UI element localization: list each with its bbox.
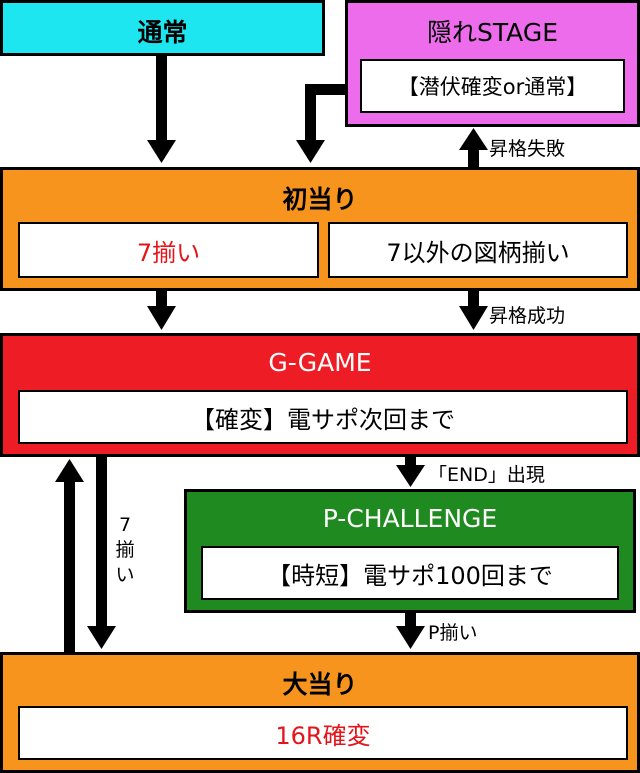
- node-first-hit-title: 初当り: [282, 185, 358, 214]
- arrow-first-to-ggame-left: [147, 291, 176, 330]
- arrow-pch-to-big: [396, 613, 425, 649]
- label-promote-success: 昇格成功: [489, 305, 566, 327]
- arrow-big-to-ggame: [55, 459, 84, 652]
- node-big-hit-title: 大当り: [282, 670, 358, 699]
- node-first-hit: 初当り 7揃い 7以外の図柄揃い: [0, 167, 640, 291]
- node-normal-title: 通常: [137, 18, 188, 47]
- arrow-first-to-hidden: [459, 128, 488, 168]
- node-first-hit-seven: 7揃い: [18, 222, 319, 278]
- node-hidden-stage-title: 隠れSTAGE: [426, 18, 559, 47]
- label-seven-match-1: 7: [118, 514, 132, 536]
- arrow-ggame-to-pch: [396, 457, 425, 487]
- node-p-challenge: P-CHALLENGE 【時短】電サポ100回まで: [184, 489, 636, 613]
- label-seven-match-2: 揃: [115, 539, 135, 561]
- arrow-first-to-ggame-right: [459, 276, 488, 330]
- label-promote-fail: 昇格失敗: [489, 138, 566, 160]
- arrow-ggame-to-big: [87, 457, 116, 649]
- node-p-challenge-sub: 【時短】電サポ100回まで: [201, 546, 619, 600]
- arrow-hidden-to-first: [296, 84, 347, 163]
- node-big-hit: 大当り 16R確変: [0, 652, 640, 773]
- label-seven-match-3: い: [115, 564, 135, 586]
- arrow-normal-to-first: [147, 56, 176, 163]
- label-p-match: P揃い: [428, 622, 478, 644]
- node-g-game-sub: 【確変】電サポ次回まで: [18, 390, 628, 444]
- node-normal: 通常: [0, 0, 325, 56]
- label-end-appear: 「END」出現: [428, 464, 545, 486]
- node-first-hit-other: 7以外の図柄揃い: [328, 222, 628, 278]
- node-hidden-stage-sub: 【潜伏確変or通常】: [360, 59, 625, 113]
- node-g-game-title: G-GAME: [268, 348, 372, 377]
- node-hidden-stage: 隠れSTAGE 【潜伏確変or通常】: [345, 0, 640, 127]
- label-seven-match: 7 揃 い: [113, 513, 137, 588]
- node-big-hit-sub: 16R確変: [18, 706, 628, 760]
- node-p-challenge-title: P-CHALLENGE: [322, 504, 498, 533]
- node-g-game: G-GAME 【確変】電サポ次回まで: [0, 333, 640, 457]
